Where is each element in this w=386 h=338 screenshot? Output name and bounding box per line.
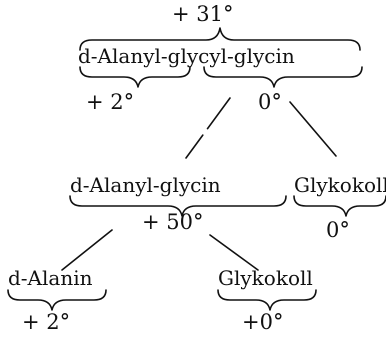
edge-root-to-middle-left	[185, 97, 231, 159]
root-top-brace	[79, 27, 361, 51]
middle-left-rotation: + 50°	[142, 210, 204, 234]
bottom-left-compound-name: d-Alanin	[8, 266, 93, 290]
middle-left-compound-name: d-Alanyl-glycin	[70, 173, 221, 197]
middle-right-rotation: 0°	[326, 218, 350, 242]
bottom-right-rotation: +0°	[242, 310, 284, 334]
middle-right-brace	[293, 195, 386, 217]
edge-root-to-middle-right	[289, 101, 337, 157]
root-compound-name: d-Alanyl-glycyl-glycin	[78, 44, 295, 68]
bottom-right-brace	[217, 289, 317, 311]
edge-middle-left-to-bottom-left	[61, 229, 113, 271]
root-left-brace	[79, 66, 191, 88]
root-right-part-rotation: 0°	[258, 90, 282, 114]
root-left-part-rotation: + 2°	[86, 90, 135, 114]
bottom-left-rotation: + 2°	[22, 310, 71, 334]
edge-middle-left-to-bottom-right	[209, 234, 259, 271]
root-right-brace	[203, 66, 363, 88]
middle-right-compound-name: Glykokoll	[294, 173, 386, 197]
bottom-right-compound-name: Glykokoll	[218, 266, 313, 290]
root-rotation: + 31°	[172, 2, 234, 26]
bottom-left-brace	[7, 289, 107, 311]
middle-left-brace	[69, 195, 287, 217]
